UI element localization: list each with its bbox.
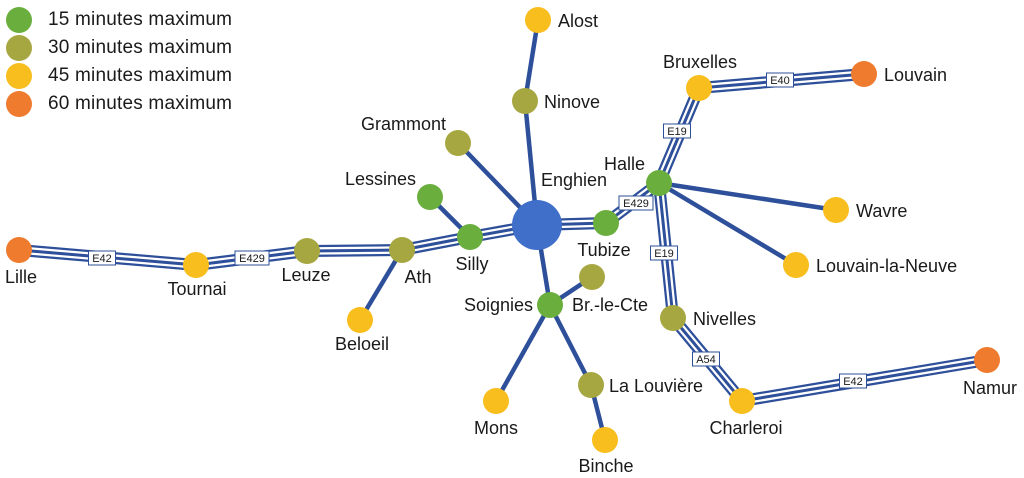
legend-label: 45 minutes maximum xyxy=(48,65,233,86)
town-alost xyxy=(525,7,551,33)
road-segment-halle-wavre xyxy=(656,180,839,213)
town-label-ath: Ath xyxy=(404,267,431,287)
road-segment-halle-lln xyxy=(656,180,799,268)
town-soignies xyxy=(537,292,563,318)
town-beloeil xyxy=(347,307,373,333)
town-binche xyxy=(592,427,618,453)
road-shield-e429: E429 xyxy=(618,195,654,211)
orange-dot-icon xyxy=(6,91,32,117)
towns-layer xyxy=(6,7,1000,453)
legend-item-30: 30 minutes maximum xyxy=(6,34,232,62)
highway-segment-ath-leuze xyxy=(301,244,408,257)
town-label-grammont: Grammont xyxy=(361,114,446,134)
town-louvain xyxy=(851,61,877,87)
legend-item-45: 45 minutes maximum xyxy=(6,62,232,90)
town-label-louvain: Louvain xyxy=(884,65,947,85)
town-label-beloeil: Beloeil xyxy=(335,334,389,354)
town-label-ninove: Ninove xyxy=(544,92,600,112)
town-label-silly: Silly xyxy=(455,254,488,274)
svg-text:A54: A54 xyxy=(696,354,716,366)
hub-enghien xyxy=(512,200,562,250)
town-label-brlecte: Br.-le-Cte xyxy=(572,295,648,315)
svg-text:E42: E42 xyxy=(92,253,112,265)
svg-text:E429: E429 xyxy=(239,253,265,265)
town-label-tubize: Tubize xyxy=(577,240,630,260)
town-label-namur: Namur xyxy=(963,378,1017,398)
town-lalouviere xyxy=(578,372,604,398)
legend: 15 minutes maximum 30 minutes maximum 45… xyxy=(6,6,232,118)
svg-text:E40: E40 xyxy=(770,75,790,87)
town-label-lessines: Lessines xyxy=(345,169,416,189)
town-leuze xyxy=(294,238,320,264)
road-shield-e19: E19 xyxy=(663,123,691,139)
town-label-tournai: Tournai xyxy=(167,279,226,299)
town-ninove xyxy=(512,88,538,114)
town-label-alost: Alost xyxy=(558,11,598,31)
svg-text:E429: E429 xyxy=(623,198,649,210)
town-tournai xyxy=(183,252,209,278)
town-lln xyxy=(783,252,809,278)
town-label-lalouviere: La Louvière xyxy=(609,376,703,396)
town-brlecte xyxy=(579,264,605,290)
road-segment-soignies-mons xyxy=(493,302,553,404)
road-segment-ath-beloeil xyxy=(357,247,405,323)
green-dot-icon xyxy=(6,7,32,33)
town-label-enghien: Enghien xyxy=(541,170,607,190)
yellow-dot-icon xyxy=(6,63,32,89)
town-label-binche: Binche xyxy=(578,456,633,476)
town-lessines xyxy=(417,184,443,210)
olive-dot-icon xyxy=(6,35,32,61)
legend-label: 30 minutes maximum xyxy=(48,37,233,58)
svg-text:E42: E42 xyxy=(843,376,863,388)
road-shield-e42: E42 xyxy=(88,250,116,266)
legend-item-15: 15 minutes maximum xyxy=(6,6,232,34)
town-grammont xyxy=(445,130,471,156)
town-lille xyxy=(6,237,32,263)
town-label-bruxelles: Bruxelles xyxy=(663,52,737,72)
town-label-leuze: Leuze xyxy=(281,265,330,285)
road-shield-a54: A54 xyxy=(692,351,720,367)
town-mons xyxy=(483,388,509,414)
town-label-wavre: Wavre xyxy=(856,201,907,221)
road-shield-e19: E19 xyxy=(650,245,678,261)
legend-label: 60 minutes maximum xyxy=(48,93,233,114)
town-wavre xyxy=(823,197,849,223)
town-charleroi xyxy=(729,388,755,414)
svg-text:E19: E19 xyxy=(654,248,674,260)
town-labels-layer: Enghien AlostNinoveGrammontLessinesSillyA… xyxy=(5,11,1017,476)
town-label-halle: Halle xyxy=(604,154,645,174)
town-ath xyxy=(389,237,415,263)
legend-label: 15 minutes maximum xyxy=(48,9,233,30)
town-tubize xyxy=(593,210,619,236)
town-label-lln: Louvain-la-Neuve xyxy=(816,256,957,276)
town-label-nivelles: Nivelles xyxy=(693,309,756,329)
town-silly xyxy=(457,224,483,250)
road-shield-e42: E42 xyxy=(839,373,867,389)
town-namur xyxy=(974,347,1000,373)
legend-item-60: 60 minutes maximum xyxy=(6,90,232,118)
town-nivelles xyxy=(660,305,686,331)
town-label-mons: Mons xyxy=(474,418,518,438)
town-label-charleroi: Charleroi xyxy=(709,418,782,438)
town-halle xyxy=(646,170,672,196)
road-segment-ninove-alost xyxy=(522,17,541,104)
svg-text:E19: E19 xyxy=(667,126,687,138)
road-segment-soignies-lalouviere xyxy=(547,302,594,388)
town-bruxelles xyxy=(686,75,712,101)
road-shield-e40: E40 xyxy=(766,72,794,88)
town-label-soignies: Soignies xyxy=(464,295,533,315)
road-shield-e429: E429 xyxy=(234,250,270,266)
town-label-lille: Lille xyxy=(5,267,37,287)
